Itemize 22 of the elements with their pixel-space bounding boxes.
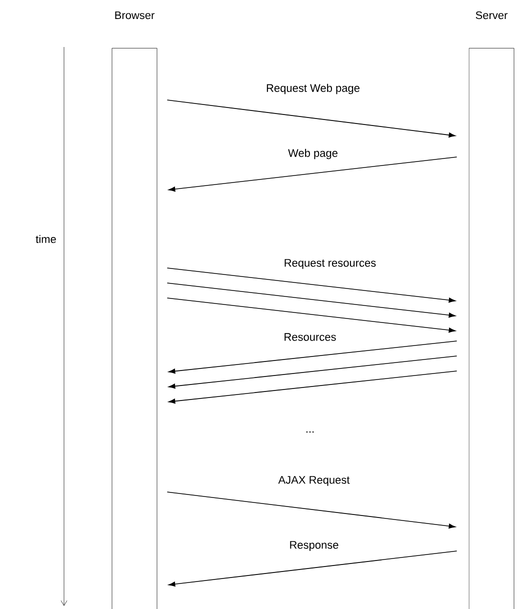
ellipsis-label: ... [306,431,314,433]
node-label: Server [476,11,508,20]
edge-label: Request resources [282,258,378,270]
arrow [166,298,456,333]
arrow [166,100,456,138]
lifeline-bar: Server [468,11,514,609]
arrow [168,370,458,404]
arrow [168,156,458,192]
edge-label: Request Web page [265,82,361,96]
arrow [168,340,458,374]
edge-label: Web page [287,148,339,160]
axis-label: time [36,234,56,244]
node-label: Browser [115,11,154,20]
edge-label: AJAX Request [277,475,351,487]
edge-label: Resources [282,332,338,342]
arrow [166,282,456,318]
arrow [166,268,456,303]
arrow [166,492,456,529]
arrow [168,356,458,389]
edge-label: Response [288,540,340,552]
lifeline-bar: Browser [112,11,158,609]
arrow [168,550,458,587]
